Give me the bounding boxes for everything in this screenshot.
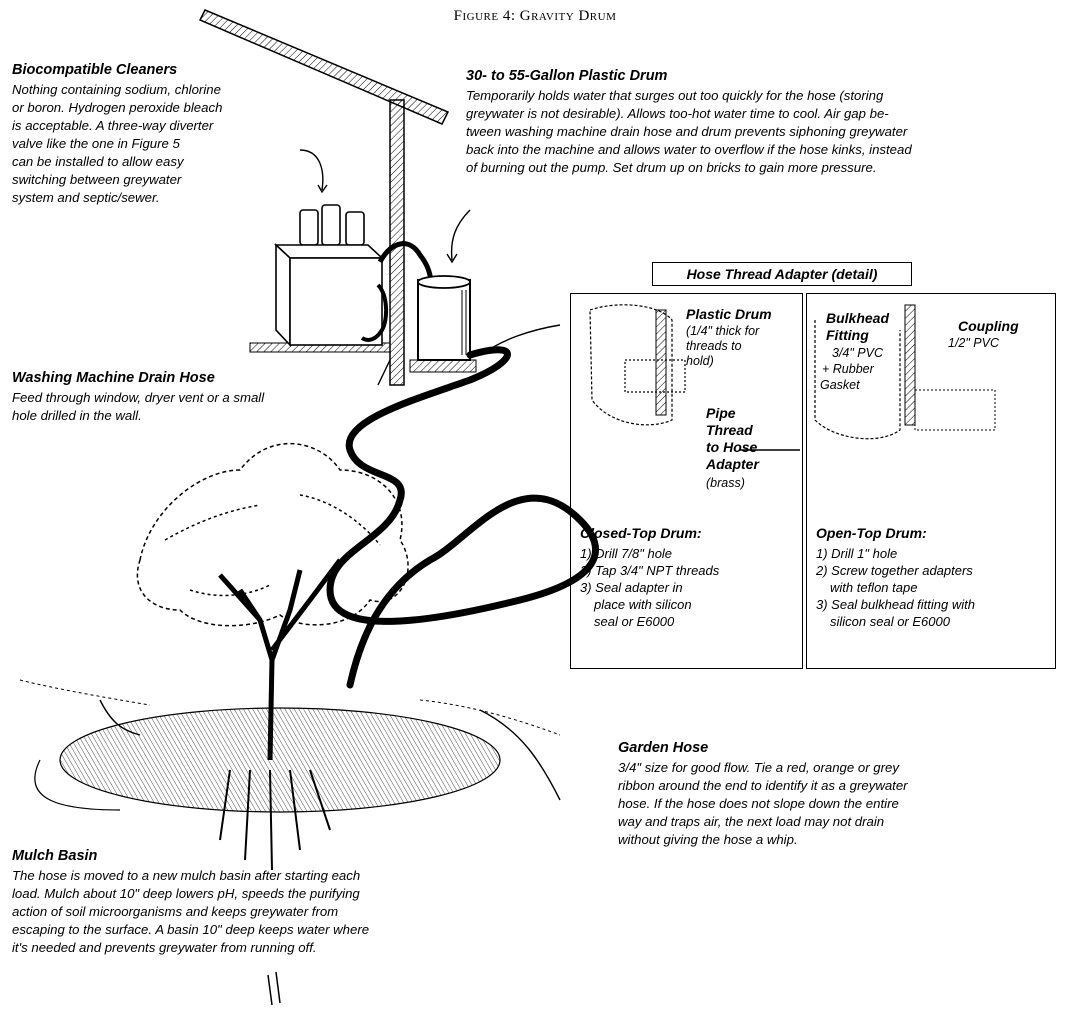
drum-line: back into the machine and allows water t…	[466, 142, 912, 157]
open-top-box	[806, 293, 1056, 669]
pipe-thread-label: to Hose	[706, 439, 758, 455]
garden-hose-line: way and traps air, the next load may not…	[618, 814, 885, 829]
drum-line: of burning out the pump. Set drum up on …	[466, 160, 877, 175]
garden-hose-line: without giving the hose a whip.	[618, 832, 798, 847]
cleaners-line: is acceptable. A three-way diverter	[12, 118, 214, 133]
mulch-basin-line: load. Mulch about 10" deep lowers pH, sp…	[12, 886, 360, 901]
coupling-label: Coupling	[958, 318, 1019, 334]
drain-hose-line: hole drilled in the wall.	[12, 408, 142, 423]
mulch-basin-heading: Mulch Basin	[12, 848, 98, 864]
closed-top-heading: Closed-Top Drum:	[580, 525, 702, 541]
drum-line: greywater is not desirable). Allows too-…	[466, 106, 889, 121]
drum-line: Temporarily holds water that surges out …	[466, 88, 884, 103]
closed-top-steps: Closed-Top Drum: 1) Drill 7/8" hole 2) T…	[580, 525, 719, 630]
mulch-basin-line: escaping to the surface. A basin 10" dee…	[12, 922, 370, 937]
garden-hose	[326, 346, 599, 689]
closed-top-step: 3) Seal adapter in	[580, 580, 683, 595]
garden-hose-line: 3/4" size for good flow. Tie a red, oran…	[618, 760, 899, 775]
plastic-drum-label: Plastic Drum	[686, 306, 772, 322]
coupling-spec: 1/2" PVC	[948, 336, 999, 350]
drum-heading: 30- to 55-Gallon Plastic Drum	[466, 68, 668, 84]
cleaners-block: Biocompatible Cleaners Nothing containin…	[12, 62, 222, 207]
bulkhead-spec: Gasket	[820, 378, 860, 392]
bulkhead-spec: 3/4" PVC	[832, 346, 883, 360]
open-top-step: with teflon tape	[830, 580, 918, 595]
open-top-heading: Open-Top Drum:	[816, 525, 927, 541]
cleaners-line: switching between greywater	[12, 172, 182, 187]
drum-block: 30- to 55-Gallon Plastic Drum Temporaril…	[466, 68, 912, 177]
cleaners-line: system and septic/sewer.	[12, 190, 160, 205]
adapter-detail-title: Hose Thread Adapter (detail)	[652, 262, 912, 286]
garden-hose-block: Garden Hose 3/4" size for good flow. Tie…	[618, 740, 908, 849]
bulkhead-spec: + Rubber	[822, 362, 874, 376]
mulch-basin-line: it's needed and prevents greywater from …	[12, 940, 317, 955]
drum-line: tween washing machine drain hose and dru…	[466, 124, 908, 139]
garden-hose-heading: Garden Hose	[618, 740, 709, 756]
open-top-step: 1) Drill 1" hole	[816, 546, 898, 561]
pipe-thread-label: Thread	[706, 422, 753, 438]
leader-arrows	[99, 149, 561, 801]
drain-hose-block: Washing Machine Drain Hose Feed through …	[12, 370, 264, 425]
open-top-steps: Open-Top Drum: 1) Drill 1" hole 2) Screw…	[816, 525, 975, 630]
bulkhead-label: Fitting	[826, 327, 869, 343]
plastic-drum	[409, 275, 477, 373]
roof	[198, 9, 450, 125]
cleaners-line: valve like the one in Figure 5	[12, 136, 180, 151]
tree	[136, 443, 409, 761]
closed-top-step: 2) Tap 3/4" NPT threads	[580, 563, 720, 578]
cleaners-line: Nothing containing sodium, chlorine	[12, 82, 221, 97]
pipe-thread-label: Pipe	[706, 405, 736, 421]
drain-hose-heading: Washing Machine Drain Hose	[12, 370, 215, 386]
plastic-drum-note: threads to	[686, 339, 742, 353]
mulch-basin	[19, 679, 561, 1006]
pipe-thread-label: Adapter	[706, 456, 759, 472]
closed-top-box	[570, 293, 803, 669]
closed-top-step: 1) Drill 7/8" hole	[580, 546, 673, 561]
cleaners-line: or boron. Hydrogen peroxide bleach	[12, 100, 223, 115]
closed-top-step: place with silicon	[594, 597, 692, 612]
drain-hose-line: Feed through window, dryer vent or a sma…	[12, 390, 265, 405]
mulch-basin-block: Mulch Basin The hose is moved to a new m…	[12, 848, 369, 957]
mulch-basin-line: action of soil microorganisms and keeps …	[12, 904, 339, 919]
garden-hose-line: hose. If the hose does not slope down th…	[618, 796, 899, 811]
mulch-basin-line: The hose is moved to a new mulch basin a…	[12, 868, 361, 883]
open-top-step: 2) Screw together adapters	[816, 563, 973, 578]
cleaners-heading: Biocompatible Cleaners	[12, 62, 178, 78]
cleaners-line: can be installed to allow easy	[12, 154, 184, 169]
pipe-thread-material: (brass)	[706, 476, 745, 490]
open-top-step: 3) Seal bulkhead fitting with	[816, 597, 975, 612]
open-top-step: silicon seal or E6000	[830, 614, 950, 629]
figure-title: Figure 4: Gravity Drum	[453, 8, 617, 24]
plastic-drum-note: (1/4" thick for	[686, 324, 760, 338]
closed-top-step: seal or E6000	[594, 614, 675, 629]
garden-hose-line: ribbon around the end to identify it as …	[618, 778, 908, 793]
bulkhead-label: Bulkhead	[826, 310, 890, 326]
plastic-drum-note: hold)	[686, 354, 714, 368]
washing-machine	[273, 204, 385, 348]
adapter-detail-drawing	[589, 304, 996, 451]
